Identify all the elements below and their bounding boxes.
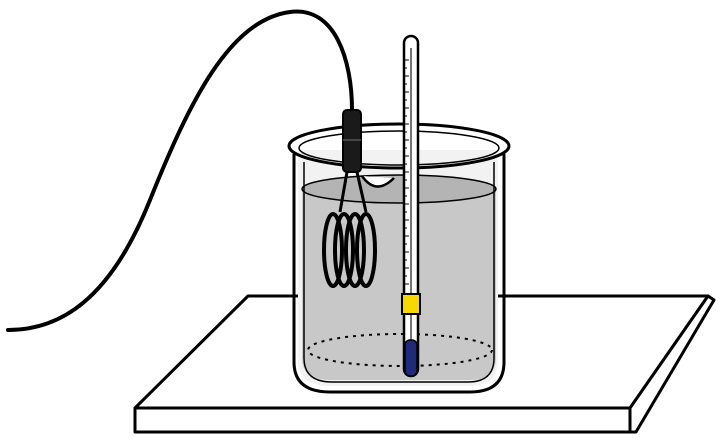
heater-cable (6, 9, 354, 332)
beaker (287, 122, 511, 394)
heater-handle (342, 109, 362, 173)
platform-side (628, 294, 716, 434)
thermometer-bulb (404, 339, 418, 377)
heater-stem-right (355, 171, 368, 213)
beaker-wall (292, 154, 506, 394)
heater-stem-left (338, 171, 349, 213)
beaker-inner-wall (303, 162, 495, 383)
beaker-bottom (307, 333, 493, 367)
water (302, 178, 496, 380)
beaker-rim (287, 122, 511, 170)
heater-coil (322, 212, 377, 288)
thermometer-icon (401, 34, 421, 378)
platform-front (133, 406, 632, 434)
beaker-spout (360, 175, 395, 188)
immersion-heater-icon (322, 109, 377, 288)
beaker-rim-inner (298, 130, 500, 166)
thermometer-scale (404, 59, 409, 285)
water-surface (301, 174, 497, 204)
thermometer-band (401, 293, 421, 315)
